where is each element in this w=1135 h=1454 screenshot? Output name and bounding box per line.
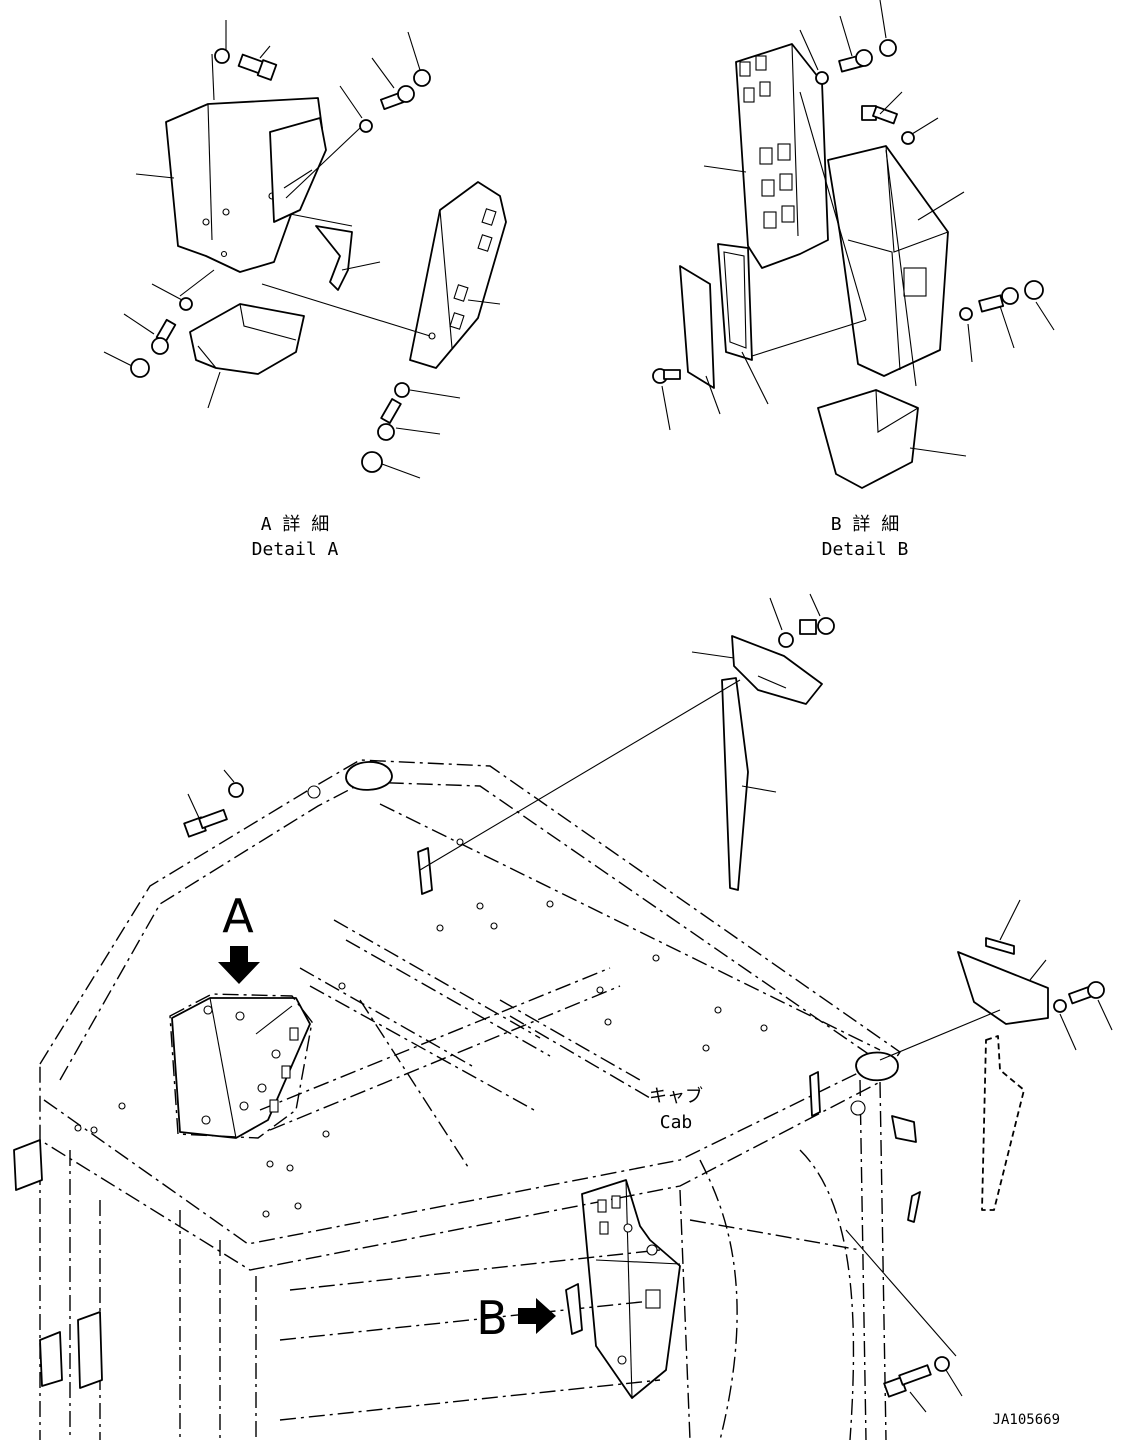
bolt-icon xyxy=(379,85,415,111)
bolt-icon xyxy=(237,53,278,81)
detail-b-assembly xyxy=(652,0,1055,489)
cab-label-jp: キャブ xyxy=(649,1085,703,1107)
bolt-icon xyxy=(838,49,873,73)
drawing-number: JA105669 xyxy=(993,1412,1060,1428)
bolt-icon xyxy=(883,1364,932,1398)
bolt-icon xyxy=(377,398,402,441)
detail-b-title-en: Detail B xyxy=(822,539,909,560)
arrow-right-bold-icon xyxy=(518,1298,556,1334)
arrow-down-bold-icon xyxy=(218,946,260,984)
cab-detail-a-part xyxy=(169,993,313,1139)
bolt-icon xyxy=(151,318,177,355)
view-label-a: A xyxy=(222,889,254,943)
detail-a-title-en: Detail A xyxy=(252,539,339,560)
cab-detail-b-part xyxy=(565,1179,681,1399)
bolt-icon xyxy=(183,808,228,838)
bolt-icon xyxy=(652,368,681,384)
view-label-b: B xyxy=(476,1291,508,1345)
cab-label-en: Cab xyxy=(660,1112,693,1133)
top-exploded-parts xyxy=(183,593,1113,1413)
bolt-icon xyxy=(799,617,835,635)
detail-b-title-jp: B 詳 細 xyxy=(831,514,900,535)
bolt-icon xyxy=(861,105,898,125)
detail-a-assembly xyxy=(103,20,507,479)
cab-assembly xyxy=(13,759,917,1441)
bolt-icon xyxy=(978,287,1019,313)
bolt-icon xyxy=(1068,981,1105,1005)
detail-a-title-jp: A 詳 細 xyxy=(261,514,330,535)
